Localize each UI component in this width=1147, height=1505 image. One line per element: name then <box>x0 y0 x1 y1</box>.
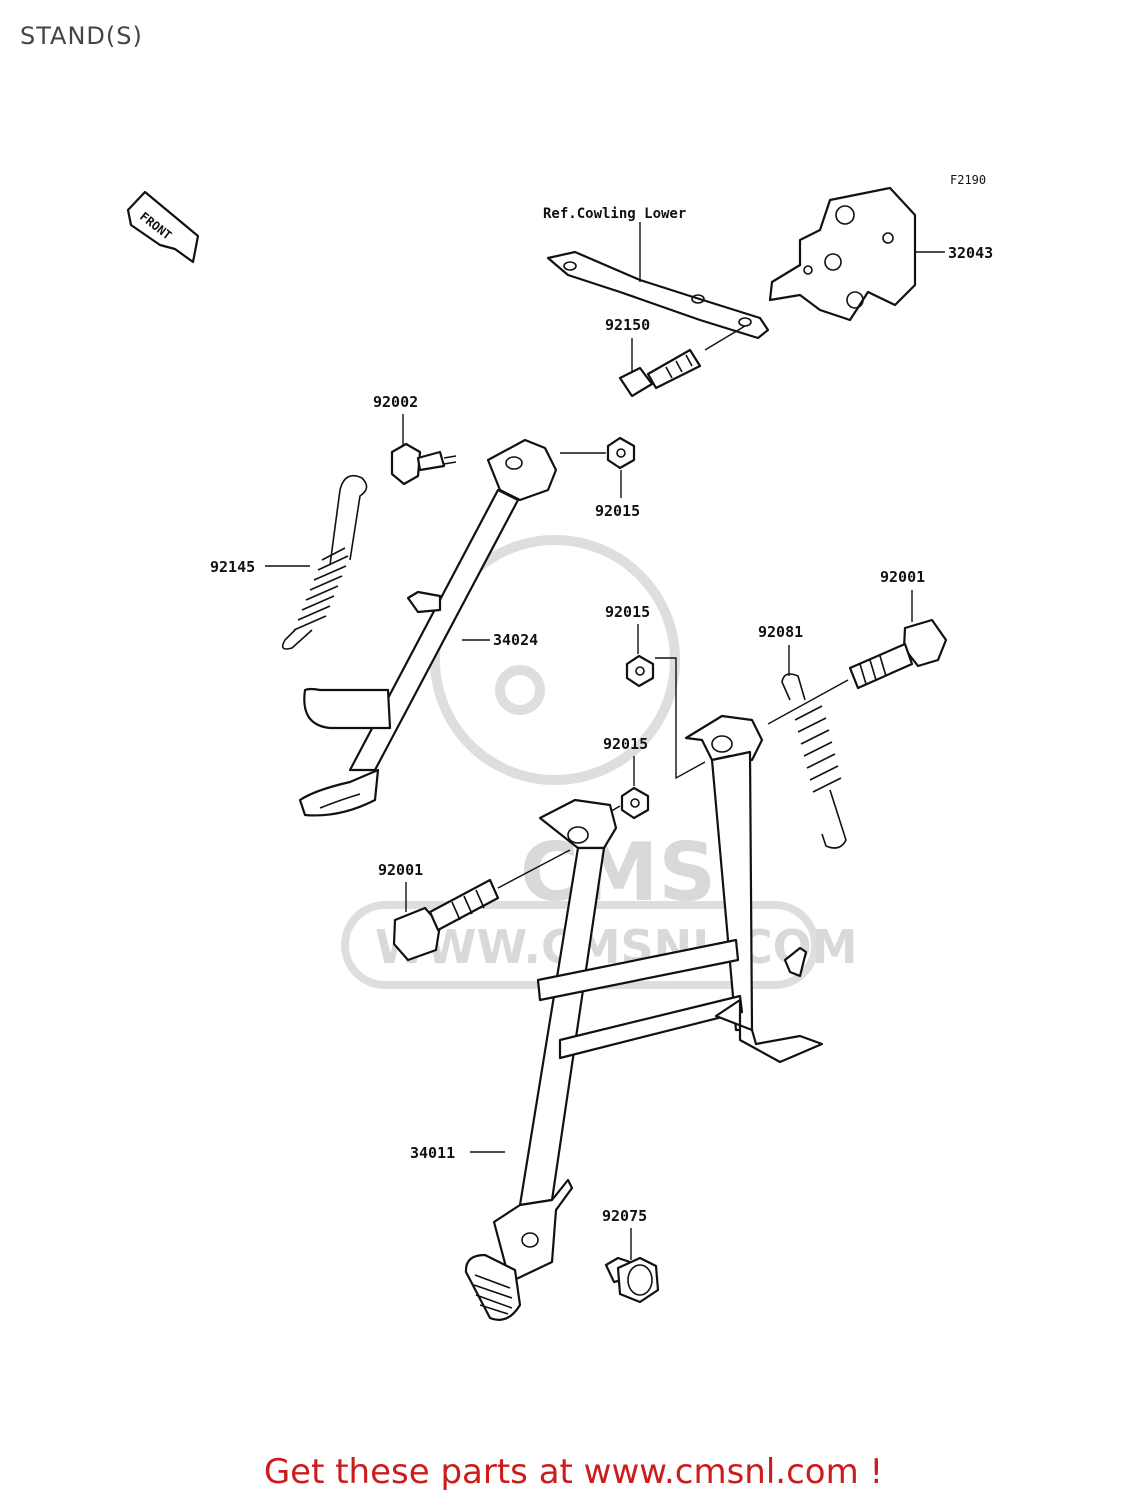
part-92075-cushion <box>604 1256 660 1304</box>
part-92015-nut-low <box>620 786 650 820</box>
callout-34024: 34024 <box>493 631 538 649</box>
figure-code: F2190 <box>950 173 986 187</box>
part-92145-spring <box>281 474 368 650</box>
callout-92081: 92081 <box>758 623 803 641</box>
callout-92015-mid: 92015 <box>605 603 650 621</box>
part-92015-nut-top <box>606 436 636 470</box>
callout-92001-left: 92001 <box>378 861 423 879</box>
cowling-lower-bracket <box>546 250 770 340</box>
part-92001-bolt-right <box>848 618 948 690</box>
callout-92145: 92145 <box>210 558 255 576</box>
callout-34011: 34011 <box>410 1144 455 1162</box>
watermark-brand: CMS <box>520 826 716 919</box>
front-arrow-icon: FRONT <box>126 190 200 264</box>
part-32043-bracket <box>768 186 917 322</box>
callout-92150: 92150 <box>605 316 650 334</box>
part-92150-bolt <box>618 348 702 398</box>
callout-32043: 32043 <box>948 244 993 262</box>
part-92001-bolt-left <box>392 878 500 962</box>
part-92081-spring <box>781 673 847 849</box>
callout-92002: 92002 <box>373 393 418 411</box>
callout-92015-top: 92015 <box>595 502 640 520</box>
part-34024-side-stand <box>298 438 558 817</box>
ref-cowling-lower-label: Ref.Cowling Lower <box>543 206 686 222</box>
callout-92075: 92075 <box>602 1207 647 1225</box>
part-92015-nut-mid <box>625 654 655 688</box>
callout-92015-low: 92015 <box>603 735 648 753</box>
footer-cta-link[interactable]: Get these parts at www.cmsnl.com ! <box>263 1452 884 1492</box>
callout-92001-right: 92001 <box>880 568 925 586</box>
page-title: STAND(S) <box>20 22 143 50</box>
part-34011-center-stand <box>464 714 824 1321</box>
part-92002-pin <box>390 442 457 486</box>
